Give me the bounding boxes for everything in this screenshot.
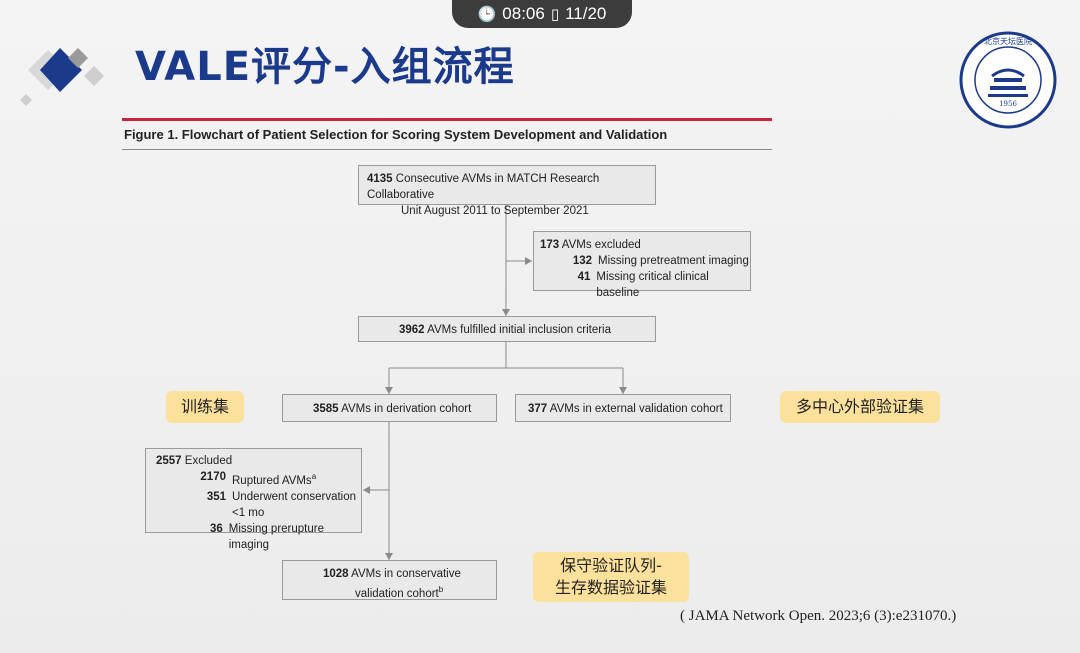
count-value: 3962 (399, 324, 425, 336)
slide-title: VALE评分-入组流程 (135, 44, 515, 90)
box-text: Underwent conservation (232, 490, 357, 503)
tag-line: 生存数据验证集 (554, 578, 667, 597)
count-value: 4135 (367, 173, 393, 185)
box-text: Ruptured AVMs (232, 474, 312, 487)
count-value: 2557 (156, 455, 182, 467)
svg-text:1956: 1956 (999, 100, 1017, 108)
count-value: 36 (209, 522, 223, 535)
clock-icon: 🕒 (477, 6, 497, 23)
box-text: Excluded (184, 455, 233, 467)
flow-box-derivation-cohort: 3585 AVMs in derivation cohort (282, 394, 497, 422)
tag-multicenter-external-validation: 多中心外部验证集 (780, 391, 940, 423)
figure-top-rule (122, 118, 772, 121)
flow-box-excluded-initial: 173 AVMs excluded 132 Missing pretreatmen… (533, 231, 751, 299)
flow-box-consecutive-avms: 4135 Consecutive AVMs in MATCH Research … (358, 165, 656, 217)
hospital-seal-logo: 1956 北京天坛医院 (959, 31, 1057, 129)
tag-conservative-validation: 保守验证队列- 生存数据验证集 (533, 552, 689, 602)
tag-line: 保守验证队列- (560, 556, 662, 575)
count-value: 377 (528, 403, 548, 415)
tag-training-set: 训练集 (166, 391, 244, 423)
flow-box-excluded-derivation: 2557 Excluded 2170 Ruptured AVMsa 351 Unde… (145, 448, 362, 551)
box-text: validation cohort (355, 587, 439, 600)
citation: ( JAMA Network Open. 2023;6 (3):e231070.… (680, 608, 957, 624)
player-time: 08:06 (502, 4, 545, 23)
footnote-marker: b (438, 585, 444, 594)
box-text: Consecutive AVMs in MATCH Research Colla… (367, 173, 600, 201)
count-value: 351 (206, 490, 226, 503)
count-value: 3585 (313, 403, 339, 415)
box-text: AVMs in external validation cohort (549, 403, 723, 415)
box-text: <1 mo (232, 506, 265, 519)
page-icon: ▯ (550, 6, 560, 23)
count-value: 2170 (200, 471, 226, 483)
box-text: AVMs in derivation cohort (341, 403, 472, 415)
figure-caption: Figure 1. Flowchart of Patient Selection… (124, 127, 668, 142)
box-text: Unit August 2011 to September 2021 (401, 205, 589, 217)
box-text: Missing critical clinical baseline (596, 271, 709, 299)
box-text: Missing pretreatment imaging (598, 255, 749, 267)
flow-box-inclusion-criteria: 3962 AVMs fulfilled initial inclusion cr… (358, 316, 656, 342)
count-value: 173 (540, 239, 560, 251)
svg-text:北京天坛医院: 北京天坛医院 (984, 36, 1032, 46)
box-text: AVMs excluded (561, 239, 641, 251)
flow-box-external-validation: 377 AVMs in external validation cohort (515, 394, 731, 422)
player-status-pill: 🕒 08:06 ▯ 11/20 (452, 0, 632, 28)
count-value: 1028 (323, 568, 349, 580)
decorative-diamond-logo (20, 48, 104, 106)
footnote-marker: a (311, 472, 317, 481)
box-text: Missing prerupture imaging (228, 522, 324, 551)
count-value: 41 (577, 271, 591, 283)
player-page: 11/20 (565, 4, 607, 23)
count-value: 132 (572, 255, 592, 267)
figure-caption-rule (122, 149, 772, 150)
box-text: AVMs fulfilled initial inclusion criteri… (427, 324, 612, 336)
flow-box-conservative-validation: 1028 AVMs in conservative validation coh… (282, 560, 497, 600)
box-text: AVMs in conservative (351, 568, 461, 580)
